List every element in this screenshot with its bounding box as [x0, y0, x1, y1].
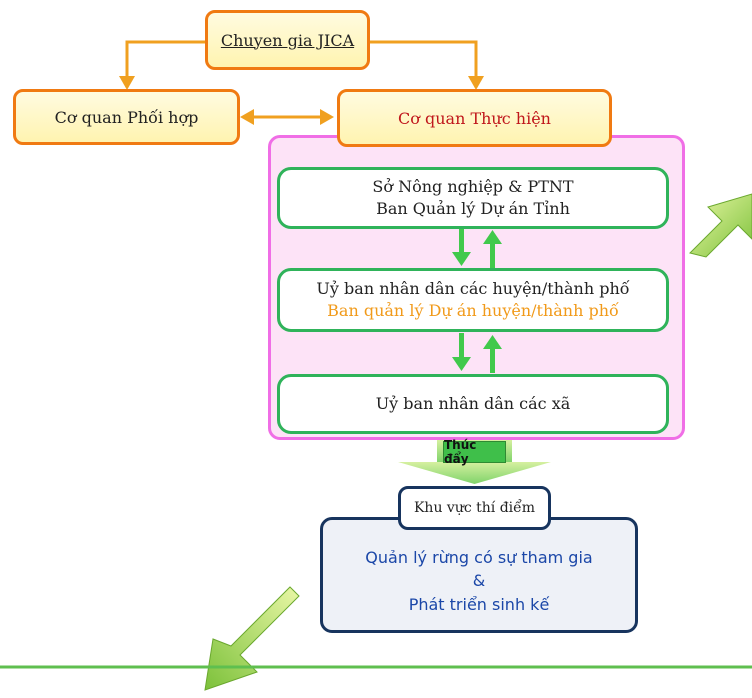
coordinating-agency-box: Cơ quan Phối hợp — [13, 89, 240, 145]
outcome-line2: & — [472, 571, 486, 591]
district-to-commune-down-arrow — [452, 333, 471, 371]
outcome-box: Quản lý rừng có sự tham gia & Phát triển… — [320, 517, 638, 633]
district-line1: Uỷ ban nhân dân các huyện/thành phố — [316, 279, 630, 299]
jica-expert-label: Chuyen gia JICA — [220, 30, 355, 50]
commune-label: Uỷ ban nhân dân các xã — [375, 394, 571, 414]
implementing-agency-label: Cơ quan Thực hiện — [398, 108, 551, 128]
outcome-line3: Phát triển sinh kế — [408, 594, 550, 614]
pilot-area-box: Khu vực thí điểm — [398, 486, 551, 530]
jica-to-coordinating-connector — [119, 40, 206, 90]
coordinating-implementing-arrow — [240, 109, 334, 125]
province-to-district-down-arrow — [452, 228, 471, 266]
upper-right-diagonal-arrow — [689, 193, 752, 258]
outcome-line1: Quản lý rừng có sự tham gia — [365, 548, 593, 568]
coordinating-agency-label: Cơ quan Phối hợp — [54, 107, 199, 127]
district-line2: Ban quản lý Dự án huyện/thành phố — [327, 301, 619, 320]
implementing-agency-box: Cơ quan Thực hiện — [337, 89, 612, 147]
commune-to-district-up-arrow — [483, 335, 502, 373]
provincial-line1: Sở Nông nghiệp & PTNT — [372, 177, 574, 197]
jica-expert-box: Chuyen gia JICA — [205, 10, 370, 70]
district-to-province-up-arrow — [483, 230, 502, 268]
lower-left-diagonal-arrow — [204, 586, 300, 691]
provincial-box: Sở Nông nghiệp & PTNT Ban Quản lý Dự án … — [277, 167, 669, 229]
district-box: Uỷ ban nhân dân các huyện/thành phố Ban … — [277, 268, 669, 332]
jica-to-implementing-connector — [369, 40, 484, 90]
commune-box: Uỷ ban nhân dân các xã — [277, 374, 669, 434]
promote-label: Thúc đẩy — [443, 438, 506, 466]
provincial-line2: Ban Quản lý Dự án Tỉnh — [376, 199, 570, 218]
pilot-area-label: Khu vực thí điểm — [413, 500, 536, 516]
